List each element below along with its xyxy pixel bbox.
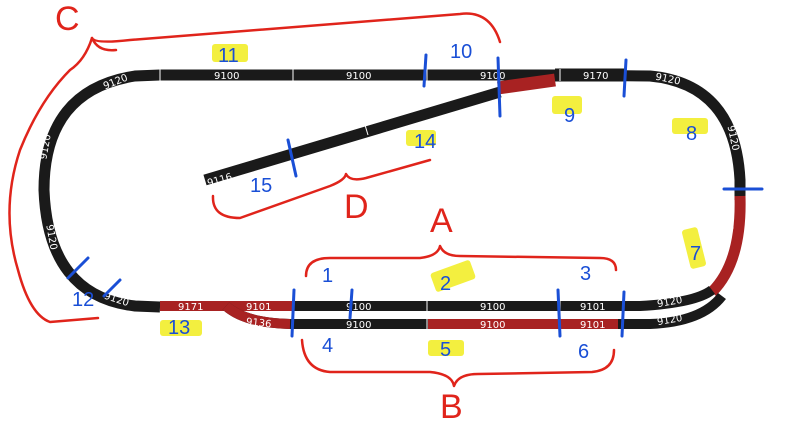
track-piece-labels: 9120 9120 9120 9120 9100 9100 9100 9170 … bbox=[38, 71, 740, 331]
section-letters: C D A B bbox=[55, 0, 463, 422]
track-label-top-switch: 9170 bbox=[583, 71, 608, 82]
section-number-2: 2 bbox=[440, 273, 451, 295]
section-number-8: 8 bbox=[686, 123, 697, 145]
bracket-a bbox=[304, 244, 618, 278]
track-label-left-upper: 9120 bbox=[38, 133, 53, 160]
section-label-c: C bbox=[55, 0, 80, 38]
track-label-left-lower: 9120 bbox=[43, 224, 58, 251]
track-label-bl-switch: 9171 bbox=[178, 302, 203, 313]
bracket-b bbox=[300, 338, 616, 388]
highlight-13 bbox=[160, 320, 202, 336]
track-label-inner-1: 9101 bbox=[246, 302, 271, 313]
track-label-outer-3: 9100 bbox=[480, 320, 505, 331]
track-label-top-right-curve: 9120 bbox=[654, 72, 681, 88]
track-label-right-curve: 9120 bbox=[725, 125, 741, 152]
track-label-outer-4: 9101 bbox=[580, 320, 605, 331]
highlight-14 bbox=[406, 130, 436, 146]
track-label-inner-2: 9100 bbox=[346, 302, 371, 313]
track-layout bbox=[38, 68, 746, 329]
top-switch-red bbox=[497, 73, 556, 95]
track-label-outer-curve: 9120 bbox=[656, 313, 683, 328]
section-number-15: 15 bbox=[250, 175, 272, 197]
highlight-2 bbox=[430, 260, 476, 292]
highlight-9 bbox=[552, 96, 582, 114]
section-label-b: B bbox=[440, 388, 463, 422]
right-switch-track bbox=[707, 195, 746, 296]
bracket-c-tick bbox=[90, 36, 118, 52]
bracket-d bbox=[211, 158, 432, 220]
section-label-a: A bbox=[430, 202, 453, 240]
bracket-c bbox=[8, 12, 502, 324]
section-number-6: 6 bbox=[578, 341, 589, 363]
section-number-5: 5 bbox=[440, 339, 451, 361]
track-label-inner-4: 9101 bbox=[580, 302, 605, 313]
track-label-top-2: 9100 bbox=[346, 71, 371, 82]
section-brackets bbox=[8, 12, 618, 388]
track-label-outer-1: 9136 bbox=[245, 317, 271, 331]
outer-loop-track bbox=[38, 69, 746, 313]
section-number-9: 9 bbox=[564, 105, 575, 127]
section-number-1: 1 bbox=[322, 265, 333, 287]
highlight-8 bbox=[672, 118, 708, 134]
section-number-7: 7 bbox=[690, 243, 701, 265]
inner-passing-track bbox=[160, 285, 716, 311]
track-label-inner-curve: 9120 bbox=[656, 295, 683, 310]
section-label-d: D bbox=[344, 188, 369, 226]
section-number-10: 10 bbox=[450, 41, 472, 63]
diagonal-spur-track bbox=[203, 86, 502, 186]
track-label-top-3: 9100 bbox=[480, 71, 505, 82]
section-dividers bbox=[66, 53, 764, 338]
section-number-3: 3 bbox=[580, 263, 591, 285]
section-numbers: 1 2 3 4 5 6 7 8 9 10 11 12 13 14 15 bbox=[72, 41, 701, 363]
highlight-7 bbox=[682, 227, 706, 269]
section-number-11: 11 bbox=[218, 45, 239, 67]
track-label-diag-switch: 9114 bbox=[512, 89, 539, 103]
section-number-4: 4 bbox=[322, 335, 333, 357]
track-label-top-1: 9100 bbox=[214, 71, 239, 82]
highlight-5 bbox=[428, 340, 464, 356]
section-number-12: 12 bbox=[72, 289, 94, 311]
highlight-11 bbox=[212, 44, 248, 62]
section-number-14: 14 bbox=[414, 131, 436, 153]
outer-red-curve bbox=[222, 302, 291, 329]
section-number-13: 13 bbox=[168, 317, 190, 339]
track-label-top-left-curve: 9120 bbox=[102, 73, 130, 93]
track-label-inner-3: 9100 bbox=[480, 302, 505, 313]
highlighter-marks bbox=[160, 44, 708, 356]
track-label-outer-2: 9100 bbox=[346, 320, 371, 331]
